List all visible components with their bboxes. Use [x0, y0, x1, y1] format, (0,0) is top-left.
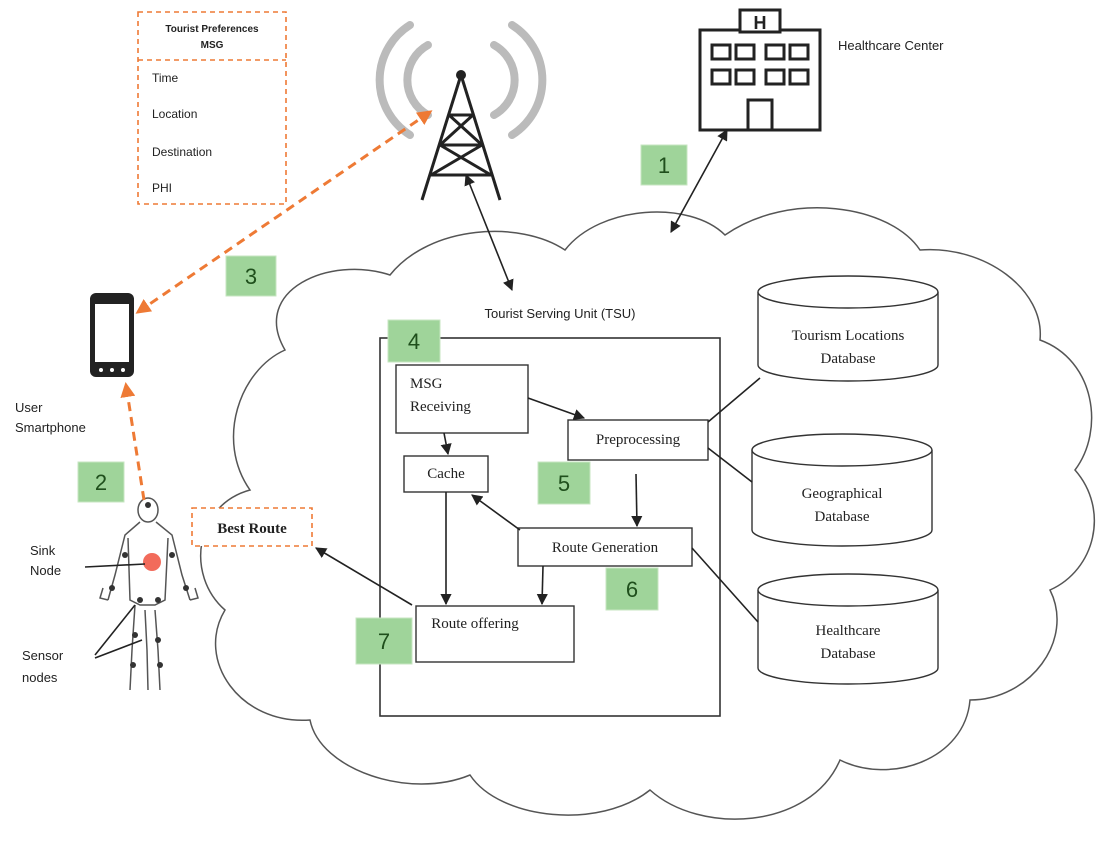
svg-text:5: 5	[558, 471, 570, 496]
sink-node-pointer	[84, 563, 146, 568]
step-badge-4: 4	[387, 319, 441, 363]
sink-label: Sink	[30, 543, 56, 558]
preprocessing-to-route-gen-arrow	[631, 473, 643, 528]
route-generation-label: Route Generation	[552, 540, 659, 556]
route-offering-module	[415, 605, 575, 663]
healthcare-link-arrow	[670, 129, 728, 233]
msg-field-destination: Destination	[152, 145, 212, 159]
preprocessing-label: Preprocessing	[596, 432, 681, 448]
sensor-pointer-1	[94, 604, 136, 656]
msg-to-cache-arrow	[440, 432, 452, 456]
nodes-label: nodes	[22, 670, 58, 685]
msg-field-phi: PHI	[152, 181, 172, 195]
preprocessing-module	[567, 419, 709, 461]
cache-module	[403, 455, 489, 493]
svg-text:6: 6	[626, 577, 638, 602]
cell-tower-icon	[375, 21, 547, 201]
svg-text:3: 3	[245, 264, 257, 289]
step-badge-6: 6	[605, 567, 659, 611]
svg-text:7: 7	[378, 629, 390, 654]
msg-to-preprocessing-arrow	[527, 397, 586, 420]
tourism-locations-database: Tourism Locations Database	[757, 275, 939, 382]
msg-card: Tourist Preferences MSG Time Location De…	[137, 11, 287, 205]
hospital-building-icon: H	[698, 8, 822, 132]
smartphone-icon	[90, 293, 134, 377]
step-badge-3: 3	[225, 255, 277, 297]
geo-db-label-2: Database	[815, 509, 870, 525]
geo-db-label-1: Geographical	[802, 486, 883, 502]
route-gen-to-cache-arrow	[471, 494, 521, 531]
svg-text:1: 1	[658, 153, 670, 178]
wireless-link-body-phone	[120, 382, 146, 501]
smartphone-label: Smartphone	[15, 420, 86, 435]
msg-field-time: Time	[152, 71, 179, 85]
tsu-label: Tourist Serving Unit (TSU)	[485, 306, 636, 321]
tourism-db-label-2: Database	[821, 351, 876, 367]
geographical-database: Geographical Database	[751, 433, 933, 547]
svg-text:2: 2	[95, 470, 107, 495]
msg-receiving-label-2: Receiving	[410, 399, 471, 415]
step-badge-7: 7	[355, 617, 413, 665]
msg-card-title: Tourist Preferences	[165, 24, 259, 35]
preprocessing-geo-db-link	[707, 447, 753, 483]
user-label: User	[15, 400, 43, 415]
sensor-label: Sensor	[22, 648, 64, 663]
tower-tsu-link-arrow	[464, 173, 514, 292]
step-badge-2: 2	[77, 461, 125, 503]
healthcare-center-label: Healthcare Center	[838, 38, 944, 53]
step-badge-5: 5	[537, 461, 591, 505]
msg-receiving-label-1: MSG	[410, 376, 443, 392]
flow-arrows	[315, 129, 761, 623]
sink-node-dot	[143, 553, 161, 571]
route-gen-to-offering-arrow	[536, 565, 548, 606]
route-generation-module	[517, 527, 693, 567]
msg-field-location: Location	[152, 107, 197, 121]
human-body-icon	[99, 497, 199, 691]
svg-text:4: 4	[408, 329, 420, 354]
healthcare-db-label-2: Database	[821, 646, 876, 662]
sensor-dots	[109, 502, 189, 668]
best-route-box	[191, 507, 313, 547]
msg-receiving-module	[395, 364, 529, 434]
cloud-shape	[199, 207, 1096, 820]
step-badge-1: 1	[640, 144, 688, 186]
msg-card-subtitle: MSG	[201, 40, 224, 51]
tsu-container	[379, 337, 721, 717]
cache-label: Cache	[427, 466, 465, 482]
preprocessing-tourism-db-link	[707, 377, 761, 423]
best-route-label: Best Route	[217, 521, 287, 537]
healthcare-database: Healthcare Database	[757, 573, 939, 685]
route-offering-label: Route offering	[431, 616, 519, 632]
healthcare-db-label-1: Healthcare	[816, 623, 881, 639]
offering-to-best-route-arrow	[315, 547, 413, 606]
tourism-db-label-1: Tourism Locations	[792, 328, 905, 344]
sensor-pointer-2	[94, 639, 143, 659]
svg-text:H: H	[754, 13, 767, 33]
route-gen-healthcare-db-link	[691, 547, 759, 623]
node-label: Node	[30, 563, 61, 578]
